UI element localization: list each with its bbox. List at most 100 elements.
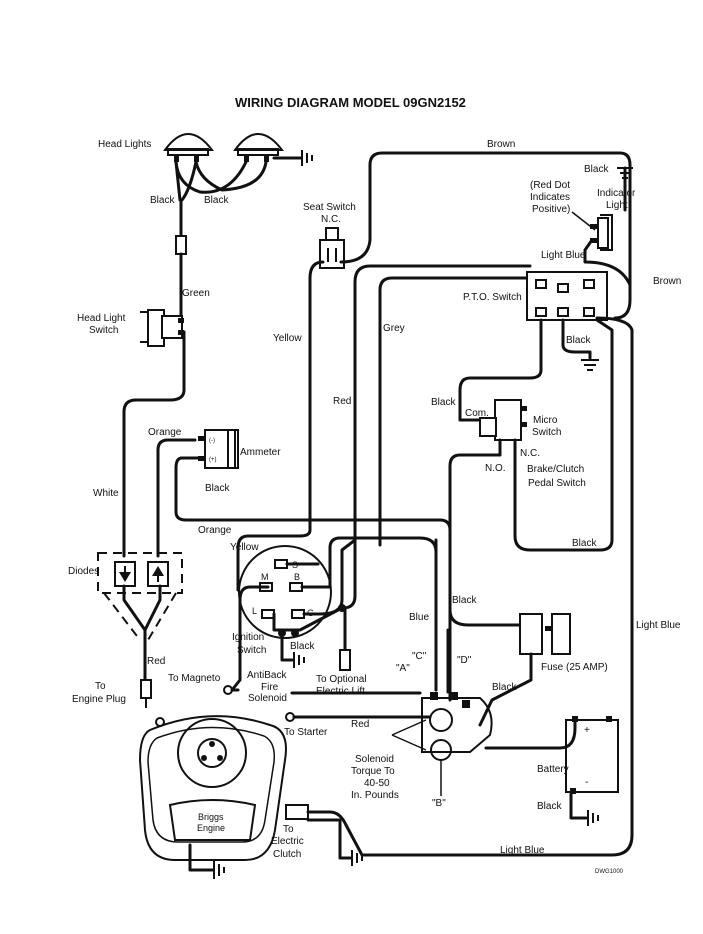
seat-switch-label-2: N.C. bbox=[321, 214, 341, 225]
yellow-ign-label: Yellow bbox=[230, 542, 259, 553]
briggs-label-2: Engine bbox=[197, 823, 225, 833]
black-pto-label: Black bbox=[566, 335, 591, 346]
black-battery-label: Black bbox=[537, 801, 562, 812]
term-a-label: "A" bbox=[396, 663, 410, 674]
diodes-label: Diodes bbox=[68, 566, 99, 577]
solenoid-label-4: In. Pounds bbox=[351, 790, 399, 801]
solenoid-label-1: Solenoid bbox=[355, 754, 394, 765]
seat-switch-label-1: Seat Switch bbox=[303, 202, 356, 213]
red-dot-label-3: Positive) bbox=[532, 204, 570, 215]
micro-label-1: Micro bbox=[533, 415, 558, 426]
micro-switch bbox=[479, 399, 527, 441]
black-fuse-label: Black bbox=[492, 682, 517, 693]
black-right-label: Black bbox=[204, 195, 229, 206]
head-lights bbox=[163, 133, 285, 162]
black-solenoid-label: Black bbox=[452, 595, 477, 606]
pto-switch bbox=[526, 271, 608, 321]
ignition-switch bbox=[238, 545, 332, 639]
head-light-switch-label-1: Head Light bbox=[77, 313, 126, 324]
antiback-label-1: AntiBack bbox=[247, 670, 287, 681]
white-label: White bbox=[93, 488, 119, 499]
ground-symbol-pto bbox=[581, 359, 599, 371]
antiback-label-2: Fire bbox=[261, 682, 279, 693]
green-label: Green bbox=[182, 288, 210, 299]
light-blue-top-label: Light Blue bbox=[541, 250, 586, 261]
black-indicator-label: Black bbox=[584, 164, 609, 175]
term-d-label: "D" bbox=[457, 655, 472, 666]
clutch-label-1: To bbox=[283, 824, 294, 835]
engine-plug-label-2: Engine Plug bbox=[72, 694, 126, 705]
term-c-label: "C" bbox=[412, 651, 427, 662]
term-l-label: L bbox=[252, 606, 257, 616]
blue-label: Blue bbox=[409, 612, 429, 623]
grey-label: Grey bbox=[383, 323, 405, 334]
ground-symbol-battery bbox=[587, 810, 599, 826]
battery-plus: + bbox=[584, 725, 590, 736]
battery-label: Battery bbox=[537, 764, 569, 775]
battery-minus: - bbox=[585, 777, 588, 788]
engine-plug-label-1: To bbox=[95, 681, 106, 692]
clutch-label-2: Electric bbox=[271, 836, 304, 847]
head-light-switch-label-2: Switch bbox=[89, 325, 118, 336]
term-m-label: M bbox=[261, 572, 269, 582]
headlight-connector bbox=[175, 235, 187, 255]
ground-symbol-engine bbox=[213, 861, 225, 879]
orange-top-label: Orange bbox=[148, 427, 182, 438]
black-left-label: Black bbox=[150, 195, 175, 206]
indicator-label-1: Indicator bbox=[597, 188, 636, 199]
fuse bbox=[519, 613, 571, 655]
drawing-number: DWG1000 bbox=[595, 869, 624, 875]
brake-label-2: Pedal Switch bbox=[528, 478, 586, 489]
to-magneto-label: To Magneto bbox=[168, 673, 221, 684]
nc-label: N.C. bbox=[520, 448, 540, 459]
briggs-engine bbox=[138, 715, 287, 861]
red-dot-label-1: (Red Dot bbox=[530, 180, 570, 191]
solenoid-label-2: Torque To bbox=[351, 766, 395, 777]
solenoid-label-3: 40-50 bbox=[364, 778, 390, 789]
starter-solenoid bbox=[421, 692, 493, 761]
ignition-label-1: Ignition bbox=[232, 632, 264, 643]
light-blue-bottom-label: Light Blue bbox=[500, 845, 545, 856]
pto-switch-label: P.T.O. Switch bbox=[463, 292, 522, 303]
ammeter-plus: (+) bbox=[209, 457, 217, 463]
ammeter: (-) (+) bbox=[198, 429, 239, 469]
fuse-label: Fuse (25 AMP) bbox=[541, 662, 608, 673]
ignition-label-2: Switch bbox=[237, 645, 266, 656]
antiback-label-3: Solenoid bbox=[248, 693, 287, 704]
indicator-light bbox=[590, 214, 613, 251]
ground-symbol-clutch bbox=[351, 850, 363, 866]
term-b-label: B bbox=[294, 572, 300, 582]
optional-label-1: To Optional bbox=[316, 674, 367, 685]
ground-symbol-headlight bbox=[301, 150, 313, 166]
red-mid-label: Red bbox=[333, 396, 351, 407]
to-starter-label: To Starter bbox=[284, 727, 328, 738]
brake-label-1: Brake/Clutch bbox=[527, 464, 584, 475]
black-brake-label: Black bbox=[572, 538, 597, 549]
micro-label-2: Switch bbox=[532, 427, 561, 438]
black-ign-label: Black bbox=[290, 641, 315, 652]
ground-symbol-ignition bbox=[293, 652, 305, 668]
head-lights-label: Head Lights bbox=[98, 139, 151, 150]
diodes bbox=[97, 552, 183, 641]
ammeter-label: Ammeter bbox=[240, 447, 281, 458]
red-dot-label-2: Indicates bbox=[530, 192, 570, 203]
ammeter-minus: (-) bbox=[209, 438, 215, 444]
orange-bottom-label: Orange bbox=[198, 525, 232, 536]
red-left-label: Red bbox=[147, 656, 165, 667]
com-label: Com. bbox=[465, 408, 489, 419]
term-b-sol-label: "B" bbox=[432, 798, 446, 809]
seat-switch bbox=[319, 227, 345, 269]
black-ammeter-label: Black bbox=[205, 483, 230, 494]
electric-clutch-connector bbox=[285, 804, 309, 820]
yellow-seat-label: Yellow bbox=[273, 333, 302, 344]
black-com-label: Black bbox=[431, 397, 456, 408]
indicator-label-2: Light bbox=[606, 200, 628, 211]
head-light-switch bbox=[140, 309, 184, 347]
red-starter-label: Red bbox=[351, 719, 369, 730]
brown-right-label: Brown bbox=[653, 276, 681, 287]
optional-lift-connector bbox=[339, 649, 351, 671]
clutch-label-3: Clutch bbox=[273, 849, 301, 860]
diagram-title: WIRING DIAGRAM MODEL 09GN2152 bbox=[235, 95, 466, 110]
engine-plug-connector bbox=[140, 679, 152, 699]
